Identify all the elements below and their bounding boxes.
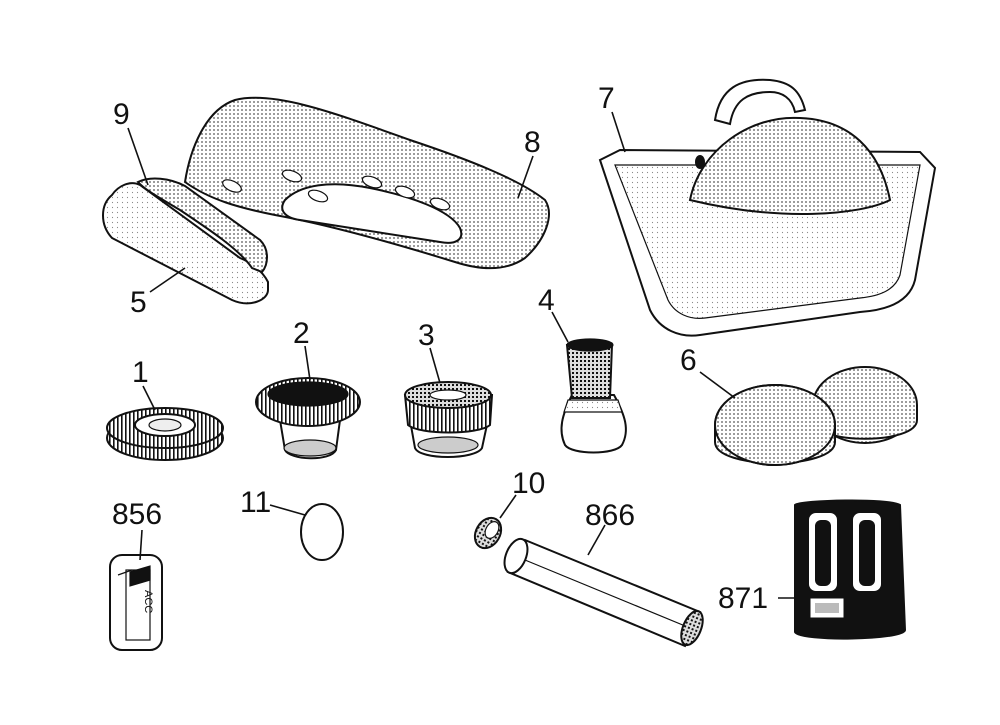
bristle-brush-ring [106, 407, 224, 461]
sponges [714, 366, 918, 466]
o-ring [300, 503, 344, 561]
callout-2: 2 [293, 317, 310, 350]
callout-856: 856 [112, 498, 162, 531]
callout-5: 5 [130, 286, 147, 319]
vent-slots [222, 169, 451, 211]
callout-labels: 9 5 8 7 1 2 3 4 6 856 11 10 866 871 [112, 82, 768, 615]
callout-871: 871 [718, 582, 768, 615]
storage-caddy [598, 78, 937, 337]
accessory-label-card: ACC [109, 554, 163, 651]
callout-1: 1 [132, 356, 149, 389]
callout-866: 866 [585, 499, 635, 532]
callout-10: 10 [512, 467, 545, 500]
leader-lines [127, 111, 796, 599]
callout-4: 4 [538, 284, 555, 317]
card-label-text: ACC [142, 590, 154, 613]
callout-8: 8 [524, 126, 541, 159]
pad-holder [136, 177, 268, 274]
callout-3: 3 [418, 319, 435, 352]
callout-7: 7 [598, 82, 615, 115]
charger [794, 499, 907, 640]
foam-pad [102, 182, 269, 305]
wire-brush [403, 381, 494, 458]
bristle-brush [255, 377, 361, 460]
callout-9: 9 [113, 98, 130, 131]
caddy-dome [688, 116, 892, 215]
callout-11: 11 [240, 486, 271, 519]
detail-brush [560, 338, 627, 454]
scrubber-tool [102, 96, 550, 305]
battery-tube [503, 537, 704, 648]
callout-6: 6 [680, 344, 697, 377]
caddy-handle [713, 78, 807, 126]
end-cap [473, 516, 503, 550]
